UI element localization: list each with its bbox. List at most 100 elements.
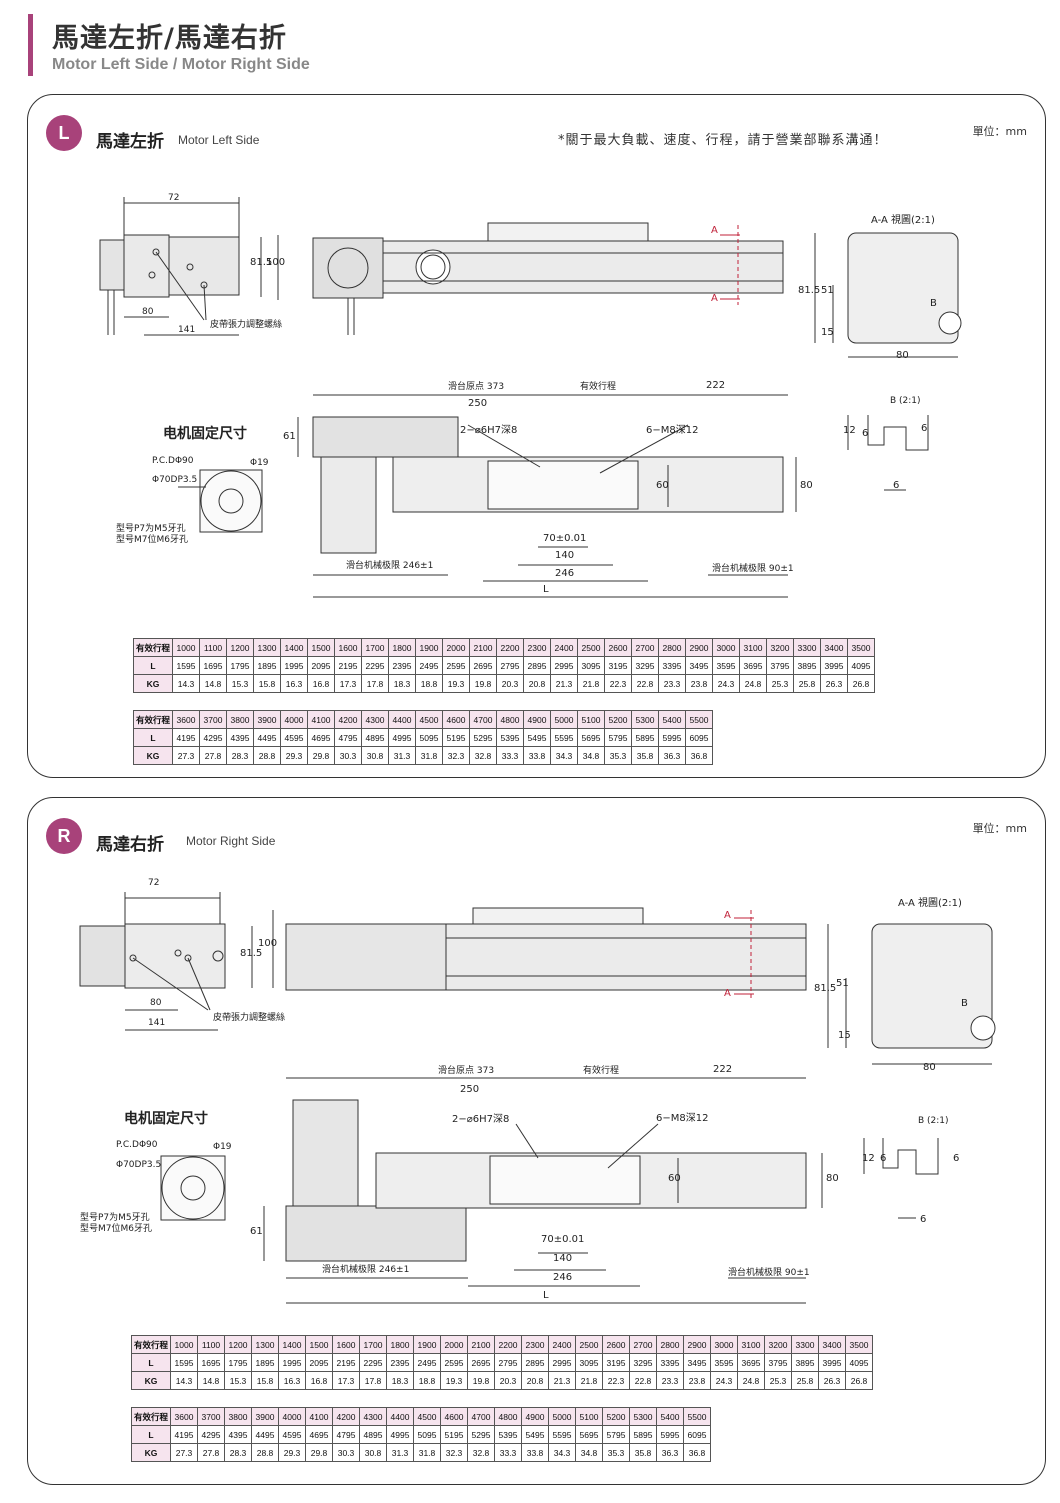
dim-6c: 6 [893,480,900,491]
table-cell: 4800 [494,1407,522,1426]
table-cell: 5295 [469,728,497,747]
dim-72: 72 [148,878,160,888]
page-subtitle: Motor Left Side / Motor Right Side [52,56,310,73]
table-cell: 有效行程 [131,1407,171,1426]
table-cell: 5095 [413,1425,441,1444]
table-cell: 5795 [602,1425,630,1444]
table-cell: 1600 [334,638,362,657]
table-cell: 25.8 [791,1371,819,1390]
table-cell: 4700 [469,710,497,729]
table-cell: 3395 [658,656,686,675]
shaft-dia-label: Φ19 [213,1142,232,1152]
table-cell: 2100 [469,638,497,657]
table-cell: 35.3 [604,746,632,765]
table-cell: 5500 [685,710,713,729]
thread-note-m5: 型号P7为M5牙孔 [80,1213,150,1223]
table-cell: 17.3 [332,1371,360,1390]
table-cell: 4595 [280,728,308,747]
table-cell: 25.8 [793,674,821,693]
table-cell: 2295 [361,656,389,675]
table-cell: 19.3 [442,674,470,693]
table-cell: 4895 [361,728,389,747]
table-cell: 18.8 [413,1371,441,1390]
table-cell: 26.3 [820,674,848,693]
table-cell: 29.3 [278,1443,306,1462]
thread-note-m6: 型号M7位M6牙孔 [80,1224,152,1234]
section-mark-top: A [711,225,718,236]
table-cell: 5200 [602,1407,630,1426]
table-cell: 26.8 [847,674,875,693]
table-cell: 14.3 [172,674,200,693]
dim-6b: 6 [921,423,928,434]
table-cell: 5495 [521,1425,549,1444]
table-cell: 3695 [739,656,767,675]
table-cell: 5495 [523,728,551,747]
stroke-label: 有效行程 [583,1066,620,1076]
table-cell: 3295 [629,1353,657,1372]
table-cell: 3795 [766,656,794,675]
detail-mark-b: B [961,998,968,1009]
table-cell: 1500 [305,1335,333,1354]
table-cell: 32.8 [467,1443,495,1462]
dim-140: 140 [555,550,575,561]
table-cell: 22.3 [604,674,632,693]
table-cell: 2900 [685,638,713,657]
table-cell: 2395 [388,656,416,675]
table-cell: 19.8 [467,1371,495,1390]
limit-right-label: 滑台机械极限 90±1 [728,1268,810,1278]
table-cell: 2295 [359,1353,387,1372]
hole-spec-2: 6−M8深12 [656,1113,709,1124]
table-cell: 2400 [548,1335,576,1354]
table-cell: 16.3 [280,674,308,693]
table-cell: 6095 [683,1425,711,1444]
table-cell: 30.8 [361,746,389,765]
table-cell: 4595 [278,1425,306,1444]
table-cell: 5895 [629,1425,657,1444]
table-cell: 24.3 [710,1371,738,1390]
table-cell: 4400 [386,1407,414,1426]
table-cell: 2700 [631,638,659,657]
dim-72: 72 [168,193,180,203]
table-cell: 5995 [656,1425,684,1444]
table-cell: 2695 [469,656,497,675]
table-cell: 14.8 [199,674,227,693]
dim-15: 15 [821,327,834,338]
table-cell: 20.3 [494,1371,522,1390]
table-cell: 3395 [656,1353,684,1372]
table-cell: 25.3 [764,1371,792,1390]
table-cell: 4900 [523,710,551,729]
table-cell: 2995 [548,1353,576,1372]
table-cell: 3895 [793,656,821,675]
table-cell: 2995 [550,656,578,675]
dim-12: 12 [862,1153,875,1164]
table-cell: 21.3 [550,674,578,693]
table-cell: 2795 [496,656,524,675]
table-cell: 2400 [550,638,578,657]
table-cell: 1800 [388,638,416,657]
table-cell: 22.8 [629,1371,657,1390]
table-cell: 2500 [575,1335,603,1354]
dim-60: 60 [656,480,669,491]
table-cell: 27.8 [199,746,227,765]
table-cell: 4195 [170,1425,198,1444]
dim-250: 250 [468,398,488,409]
pcd-label: P.C.DΦ90 [152,456,194,466]
table-cell: 5300 [631,710,659,729]
table-cell: 4695 [307,728,335,747]
table-cell: 23.3 [658,674,686,693]
table-cell: 19.8 [469,674,497,693]
table-cell: 34.3 [550,746,578,765]
table-cell: 2500 [577,638,605,657]
table-cell: 21.8 [575,1371,603,1390]
table-cell: 35.3 [602,1443,630,1462]
table-cell: 27.3 [172,746,200,765]
table-cell: 4300 [361,710,389,729]
table-cell: 5295 [467,1425,495,1444]
section-motor-right: R 馬達右折 Motor Right Side 單位：mm [27,797,1046,1485]
